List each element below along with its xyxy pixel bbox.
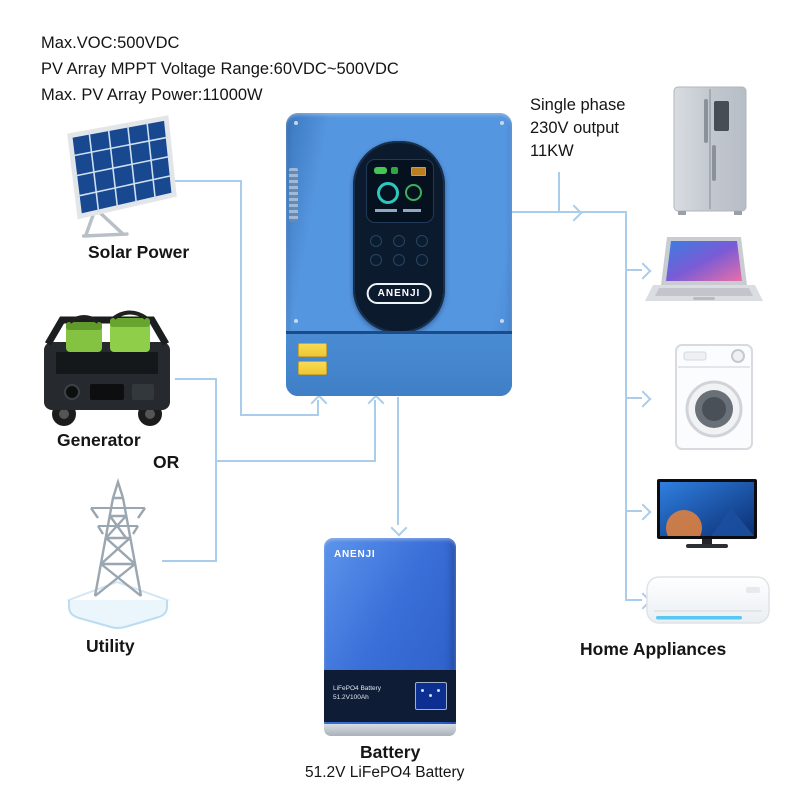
touch-button-icon (370, 235, 382, 247)
connector-branch-washer (625, 397, 642, 399)
connector-solar-v2 (317, 400, 319, 416)
tv-image (657, 479, 757, 548)
connector-generator-h (175, 378, 217, 380)
inverter-lcd-screen (366, 159, 434, 223)
screw-icon (500, 319, 504, 323)
connector-utility-h (162, 560, 217, 562)
inverter-display-panel: ANENJI (353, 141, 445, 333)
or-label: OR (153, 452, 180, 472)
inverter-brand-logo: ANENJI (366, 283, 432, 304)
connector-or-h (215, 460, 376, 462)
screw-icon (500, 121, 504, 125)
utility-label: Utility (86, 636, 135, 656)
lcd-readout-bar (375, 209, 397, 212)
battery-screen-dot (437, 689, 440, 692)
touch-button-icon (393, 235, 405, 247)
lcd-gauge2-icon (405, 184, 422, 201)
battery-brand-logo: ANENJI (334, 549, 376, 560)
touch-button-icon (416, 235, 428, 247)
connector-ac-in-v (374, 400, 376, 462)
battery-plate-line2: 51.2V100Ah (333, 694, 369, 701)
laptop-image (645, 237, 763, 301)
battery-base (324, 724, 456, 736)
refrigerator-image (673, 86, 747, 215)
arrowhead-right-tv-icon (634, 503, 652, 521)
connector-battery-v (397, 397, 399, 525)
connector-branch-laptop (625, 269, 642, 271)
lcd-battery-icon (411, 167, 426, 176)
lcd-readout-bar (403, 209, 421, 212)
warning-sticker-icon (298, 361, 327, 375)
connector-branch-tv (625, 510, 642, 512)
connector-branch-ac (625, 599, 642, 601)
warning-sticker-icon (298, 343, 327, 357)
arrowhead-right-output-icon (565, 204, 583, 222)
solar-power-label: Solar Power (88, 242, 190, 262)
lcd-status-pill (374, 167, 387, 174)
pv-spec-max-power: Max. PV Array Power:11000W (41, 86, 263, 104)
connector-solar-h (158, 180, 242, 182)
solar-panel-image (67, 115, 177, 238)
inverter-panel-seam (286, 331, 512, 334)
lcd-gauge-icon (377, 182, 399, 204)
washing-machine-image (675, 344, 753, 450)
battery-unit: ANENJI LiFePO4 Battery 51.2V100Ah (324, 538, 456, 736)
arrowhead-up-pv-icon (310, 394, 328, 412)
heatsink-fins (289, 168, 298, 222)
output-note-line1: Single phase (530, 96, 626, 114)
single-phase-output-note: Single phase 230V output 11KW (530, 94, 625, 163)
connector-output-h (512, 211, 627, 213)
air-conditioner-image (646, 576, 770, 624)
connector-solar-h2 (240, 414, 319, 416)
battery-control-band: LiFePO4 Battery 51.2V100Ah (324, 670, 456, 722)
arrowhead-down-battery-icon (390, 519, 408, 537)
arrowhead-up-ac-icon (367, 394, 385, 412)
pv-spec-voc: Max.VOC:500VDC (41, 34, 180, 52)
pv-spec-mppt-range: PV Array MPPT Voltage Range:60VDC~500VDC (41, 60, 399, 78)
generator-image (44, 310, 170, 426)
inverter-unit: ANENJI (286, 113, 512, 396)
screw-icon (294, 319, 298, 323)
battery-screen-dot (429, 694, 432, 697)
battery-plate-line1: LiFePO4 Battery (333, 685, 382, 692)
connector-output-v (625, 211, 627, 601)
battery-spec-plate: LiFePO4 Battery 51.2V100Ah (333, 684, 381, 702)
connector-or-v (215, 378, 217, 562)
battery-screen (415, 682, 447, 710)
touch-button-icon (370, 254, 382, 266)
battery-label: Battery (360, 742, 421, 762)
arrowhead-right-washer-icon (634, 390, 652, 408)
output-note-line3: 11KW (530, 142, 574, 160)
battery-screen-dot (421, 689, 424, 692)
touch-button-icon (416, 254, 428, 266)
connector-solar-v (240, 180, 242, 416)
screw-icon (294, 121, 298, 125)
home-appliances-label: Home Appliances (580, 639, 727, 659)
connector-output-note-tick (558, 172, 560, 212)
generator-label: Generator (57, 430, 141, 450)
touch-button-icon (393, 254, 405, 266)
battery-sublabel: 51.2V LiFePO4 Battery (305, 764, 465, 781)
lcd-status-square (391, 167, 398, 174)
pv-specs: Max.VOC:500VDC PV Array MPPT Voltage Ran… (41, 30, 399, 108)
inverter-touch-buttons (370, 235, 430, 266)
utility-tower-image (66, 477, 170, 629)
output-note-line2: 230V output (530, 119, 619, 137)
